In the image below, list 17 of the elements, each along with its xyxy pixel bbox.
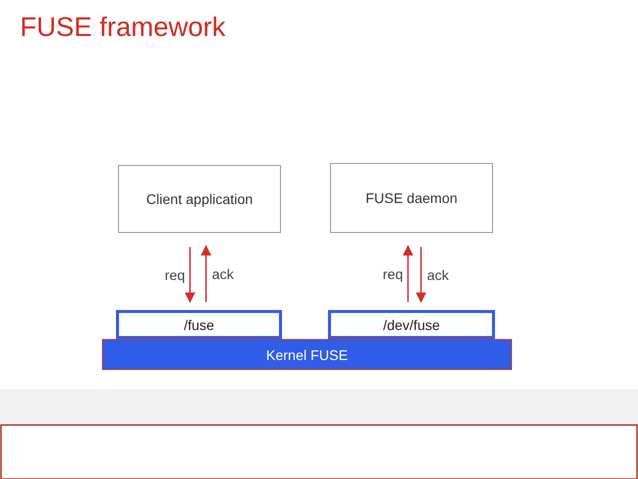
node-label: FUSE daemon bbox=[366, 190, 458, 206]
process-box bbox=[118, 165, 281, 233]
node-label: /fuse bbox=[184, 316, 214, 332]
process-box bbox=[330, 163, 493, 233]
device-box bbox=[328, 310, 495, 339]
edge-label: ack bbox=[427, 266, 449, 282]
node-label: Kernel FUSE bbox=[266, 346, 348, 362]
device-box bbox=[116, 310, 282, 339]
node-label: /dev/fuse bbox=[383, 316, 440, 332]
arrow bbox=[184, 247, 196, 304]
node-label: Client application bbox=[146, 191, 253, 207]
slide-title: FUSE framework bbox=[20, 12, 226, 43]
kernel-bar bbox=[102, 339, 512, 370]
arrow bbox=[200, 244, 212, 302]
edge-label: ack bbox=[212, 266, 234, 282]
arrow bbox=[416, 247, 426, 304]
arrow bbox=[402, 244, 414, 302]
